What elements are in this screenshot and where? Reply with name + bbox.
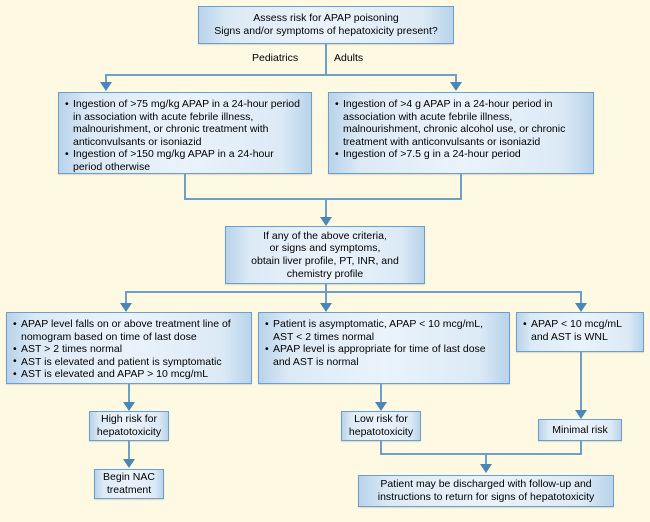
low-risk-line2: hepatotoxicity xyxy=(348,426,414,438)
connector-split-three xyxy=(125,291,581,293)
branch-label-pediatrics: Pediatrics xyxy=(252,52,299,64)
connector-low-criteria-out xyxy=(380,384,382,406)
high-risk-criteria-item-2: AST > 2 times normal xyxy=(13,343,244,356)
connector-adults-out xyxy=(460,174,462,198)
connector-branch-left xyxy=(105,74,107,84)
begin-nac-line2: treatment xyxy=(106,484,152,496)
high-risk-line1: High risk for xyxy=(100,413,157,426)
branch-label-adults: Adults xyxy=(334,52,364,64)
arrow-to-workup xyxy=(320,217,332,226)
pediatrics-criteria-item-2: Ingestion of >150 mg/kg APAP in a 24-hou… xyxy=(65,148,304,173)
workup-line3: obtain liver profile, PT, INR, and xyxy=(251,255,399,267)
low-risk-box: Low risk for hepatotoxicity xyxy=(341,411,421,441)
discharge-line1: Patient may be discharged with follow-up… xyxy=(380,478,592,491)
connector-minimal-criteria-out xyxy=(580,352,582,414)
pediatrics-criteria-list: Ingestion of >75 mg/kg APAP in a 24-hour… xyxy=(65,97,304,174)
begin-nac-box: Begin NAC treatment xyxy=(94,469,164,499)
low-risk-criteria-list: Patient is asymptomatic, APAP < 10 mcg/m… xyxy=(265,317,502,368)
high-risk-criteria-item-1: APAP level falls on or above treatment l… xyxy=(13,317,244,343)
arrow-to-minimal-risk xyxy=(575,410,587,419)
adults-criteria-box: Ingestion of >4 g APAP in a 24-hour peri… xyxy=(328,92,594,174)
high-risk-criteria-box: APAP level falls on or above treatment l… xyxy=(6,312,252,384)
discharge-line2: instructions to return for signs of hepa… xyxy=(377,491,595,503)
arrow-to-high-risk xyxy=(123,402,135,411)
connector-low-risk-out xyxy=(380,441,382,453)
low-risk-line1: Low risk for xyxy=(354,413,408,426)
connector-three-mid xyxy=(325,291,327,305)
minimal-risk-criteria-item-1: APAP < 10 mcg/mL and AST is WNL xyxy=(523,317,636,343)
adults-criteria-list: Ingestion of >4 g APAP in a 24-hour peri… xyxy=(335,97,586,161)
connector-workup-stem xyxy=(325,284,327,291)
high-risk-criteria-list: APAP level falls on or above treatment l… xyxy=(13,317,244,381)
arrow-to-low-criteria xyxy=(320,303,332,312)
pediatrics-criteria-box: Ingestion of >75 mg/kg APAP in a 24-hour… xyxy=(58,92,312,174)
assess-risk-box: Assess risk for APAP poisoning Signs and… xyxy=(198,6,454,44)
high-risk-criteria-item-4: AST is elevated and APAP > 10 mcg/mL xyxy=(13,368,244,381)
workup-line2: or signs and symptoms, xyxy=(269,242,381,255)
begin-nac-line1: Begin NAC xyxy=(103,471,155,484)
connector-minimal-risk-out xyxy=(580,441,582,453)
connector-pediatrics-out xyxy=(184,174,186,198)
connector-merge-bar xyxy=(184,198,462,200)
assess-risk-line2: Signs and/or symptoms of hepatoxicity pr… xyxy=(214,25,438,37)
connector-high-risk-out xyxy=(128,441,130,463)
discharge-box: Patient may be discharged with follow-up… xyxy=(358,475,614,507)
high-risk-criteria-item-3: AST is elevated and patient is symptomat… xyxy=(13,355,244,369)
low-risk-criteria-item-1: Patient is asymptomatic, APAP < 10 mcg/m… xyxy=(265,317,502,343)
connector-title-stem xyxy=(325,44,327,74)
minimal-risk-line1: Minimal risk xyxy=(552,423,608,436)
workup-box: If any of the above criteria, or signs a… xyxy=(225,226,425,284)
arrow-to-pediatrics xyxy=(100,82,112,91)
adults-criteria-item-1: Ingestion of >4 g APAP in a 24-hour peri… xyxy=(335,97,586,148)
assess-risk-line1: Assess risk for APAP poisoning xyxy=(253,12,399,25)
workup-line4: chemistry profile xyxy=(286,267,364,280)
connector-high-criteria-out xyxy=(128,384,130,406)
adults-criteria-item-2: Ingestion of >7.5 g in a 24-hour period xyxy=(335,148,586,161)
minimal-risk-criteria-list: APAP < 10 mcg/mL and AST is WNL xyxy=(523,317,636,343)
high-risk-box: High risk for hepatotoxicity xyxy=(89,411,169,441)
arrow-to-low-risk xyxy=(375,402,387,411)
arrow-to-discharge xyxy=(480,464,492,473)
connector-branch-right xyxy=(455,74,457,84)
low-risk-criteria-box: Patient is asymptomatic, APAP < 10 mcg/m… xyxy=(258,312,510,384)
connector-split-top xyxy=(105,74,457,76)
arrow-to-high-criteria xyxy=(120,303,132,312)
connector-three-right xyxy=(580,291,582,305)
low-risk-criteria-item-2: APAP level is appropriate for time of la… xyxy=(265,343,502,368)
connector-discharge-merge-bar xyxy=(380,453,582,455)
arrow-to-nac xyxy=(123,459,135,468)
high-risk-line2: hepatotoxicity xyxy=(96,426,162,438)
connector-discharge-stem xyxy=(485,453,487,467)
connector-merge-stem xyxy=(325,198,327,220)
workup-line1: If any of the above criteria, xyxy=(263,229,387,242)
connector-three-left xyxy=(125,291,127,305)
pediatrics-criteria-item-1: Ingestion of >75 mg/kg APAP in a 24-hour… xyxy=(65,97,304,148)
minimal-risk-criteria-box: APAP < 10 mcg/mL and AST is WNL xyxy=(516,312,644,352)
arrow-to-adults xyxy=(450,82,462,91)
arrow-to-minimal-criteria xyxy=(575,303,587,312)
minimal-risk-box: Minimal risk xyxy=(538,419,622,441)
